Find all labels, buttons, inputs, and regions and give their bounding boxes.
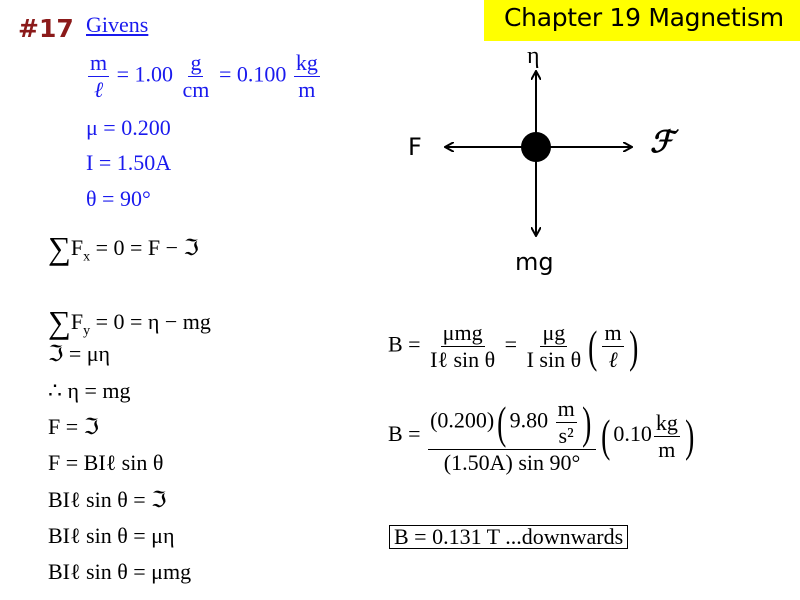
derivation-line: BIℓ sin θ = ℑ [48, 487, 167, 512]
given-mu: μ = 0.200 [86, 115, 171, 140]
derivation-line: F = BIℓ sin θ [48, 450, 164, 475]
object-dot [521, 132, 551, 162]
fraction-m-over-l: m ℓ [88, 50, 110, 102]
chapter-title: Chapter 19 Magnetism [504, 3, 784, 32]
given-current: I = 1.50A [86, 150, 172, 175]
problem-number: #17 [18, 14, 74, 43]
derivation-line: ∴ η = mg [48, 378, 131, 403]
label-weight: mg [515, 248, 554, 276]
derivation-line: ℑ = μη [48, 341, 111, 366]
sigma-icon: ∑ [48, 304, 71, 340]
sum-fy-equation: ∑Fy = 0 = η − mg [48, 304, 211, 340]
givens-title: Givens [86, 12, 149, 37]
sum-fx-equation: ∑Fx = 0 = F − ℑ [48, 230, 199, 266]
formula-b-symbolic: B = μmg Iℓ sin θ = μg I sin θ ( m ℓ ) [388, 320, 638, 372]
given-theta: θ = 90° [86, 186, 151, 211]
label-normal-force: η [527, 43, 540, 69]
derivation-line: BIℓ sin θ = μη [48, 523, 175, 548]
fraction-kg-over-m: kg m [293, 50, 320, 102]
answer-box: B = 0.131 T ...downwards [389, 525, 629, 549]
derivation-line: F = ℑ [48, 414, 99, 439]
label-friction-force: ℱ [650, 126, 674, 159]
given-linear-density: m ℓ = 1.00 g cm = 0.100 kg m [88, 50, 320, 102]
sigma-icon: ∑ [48, 230, 71, 266]
fraction-g-over-cm: g cm [182, 50, 210, 102]
formula-b-numeric: B = (0.200)(9.80 m s² ) (1.50A) sin 90° … [388, 396, 695, 475]
derivation-line: BIℓ sin θ = μmg [48, 559, 192, 584]
label-magnetic-force: F [408, 133, 422, 161]
chapter-banner [484, 0, 800, 41]
